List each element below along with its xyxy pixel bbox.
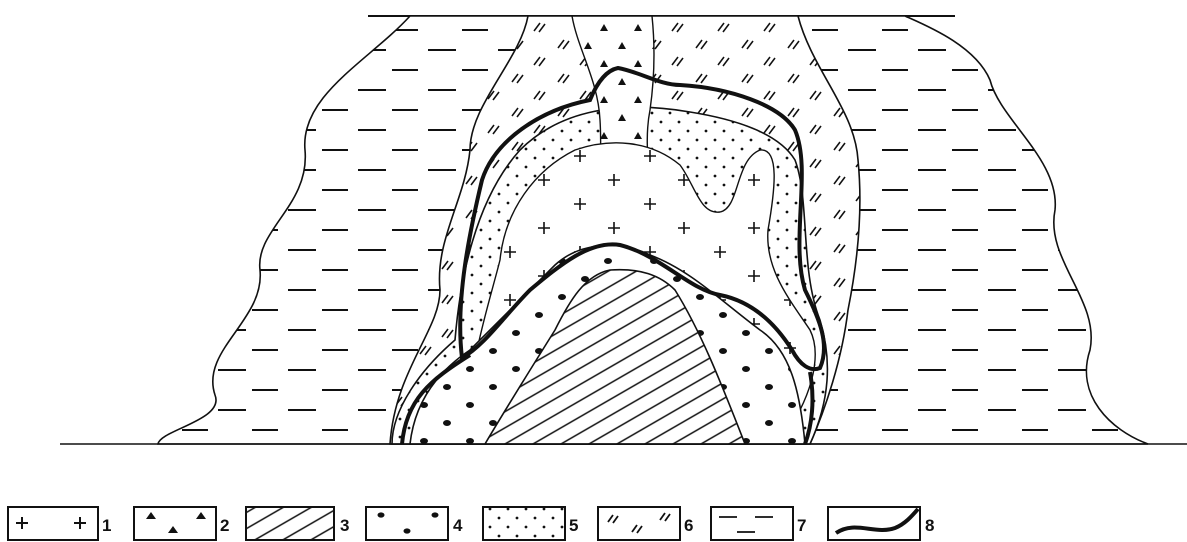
legend-item-5: 5	[483, 507, 578, 540]
legend-item-7: 7	[711, 507, 806, 540]
dot-icon	[432, 512, 439, 517]
legend: 1 2 3 4 5 6	[8, 507, 934, 540]
legend-swatch-double-stroke	[598, 507, 680, 540]
legend-label-1: 1	[102, 516, 111, 535]
legend-item-8: 8	[828, 507, 934, 540]
legend-label-3: 3	[340, 516, 349, 535]
legend-label-4: 4	[453, 516, 463, 535]
legend-label-7: 7	[797, 516, 806, 535]
dot-icon	[378, 512, 385, 517]
dot-icon	[404, 528, 411, 533]
legend-item-2: 2	[134, 507, 229, 540]
legend-item-3: 3	[246, 507, 349, 540]
legend-label-2: 2	[220, 516, 229, 535]
legend-item-4: 4	[366, 507, 463, 540]
legend-item-6: 6	[598, 507, 693, 540]
legend-swatch-contour	[828, 507, 920, 540]
legend-label-6: 6	[684, 516, 693, 535]
legend-swatch-small-dot	[483, 507, 565, 540]
legend-swatch-triangle	[134, 507, 216, 540]
legend-label-5: 5	[569, 516, 578, 535]
legend-label-8: 8	[925, 516, 934, 535]
legend-item-1: 1	[8, 507, 111, 540]
legend-swatch-large-dot	[366, 507, 448, 540]
legend-swatch-dash	[711, 507, 793, 540]
legend-swatch-hatch	[246, 507, 334, 540]
